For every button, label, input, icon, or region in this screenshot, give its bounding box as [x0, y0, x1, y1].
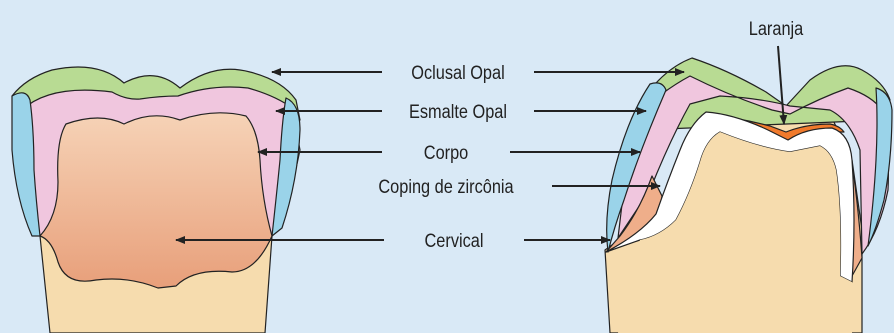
label-laranja: Laranja [749, 18, 804, 39]
label-esmalte-opal: Esmalte Opal [409, 101, 507, 122]
label-oclusal-opal: Oclusal Opal [411, 62, 504, 83]
label-cervical: Cervical [425, 230, 484, 251]
right-tooth [605, 58, 892, 333]
left-tooth [12, 67, 300, 333]
left-corpo [40, 113, 272, 288]
label-coping: Coping de zircônia [378, 176, 513, 197]
label-corpo: Corpo [424, 142, 469, 163]
